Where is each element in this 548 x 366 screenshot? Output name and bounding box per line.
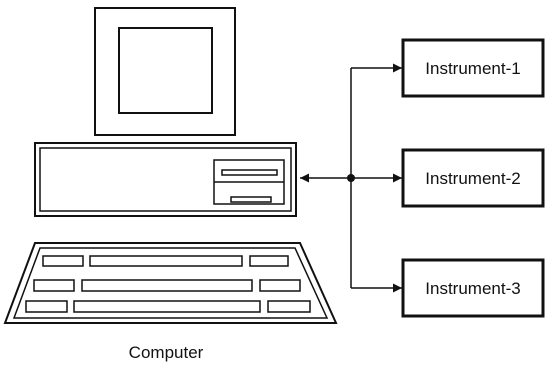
- instrument-3-box: [401, 258, 545, 318]
- system-unit-inner: [39, 147, 292, 212]
- system-unit: [34, 142, 297, 217]
- keyboard-outer: [3, 242, 338, 324]
- key: [249, 255, 289, 267]
- key: [25, 300, 68, 313]
- monitor-frame: [94, 7, 236, 136]
- system-unit-outer: [34, 142, 297, 217]
- keyboard: [3, 242, 338, 324]
- instrument-2: Instrument-2: [401, 148, 545, 208]
- monitor-screen: [118, 27, 213, 114]
- computer-label: Computer: [129, 343, 204, 362]
- key: [259, 279, 301, 292]
- instrument-2-label: Instrument-2: [425, 169, 520, 188]
- instrument-1-box: [401, 38, 545, 98]
- drive-slot-1: [221, 169, 278, 176]
- key: [33, 279, 75, 292]
- key: [81, 279, 253, 292]
- key: [73, 300, 261, 313]
- key: [89, 255, 243, 267]
- bus: [300, 63, 402, 293]
- key: [267, 300, 311, 313]
- instrument-3-label: Instrument-3: [425, 279, 520, 298]
- instrument-1: Instrument-1: [401, 38, 545, 98]
- keyboard-inner: [12, 247, 329, 319]
- instrument-2-box: [401, 148, 545, 208]
- instrument-3: Instrument-3: [401, 258, 545, 318]
- monitor: [94, 7, 236, 136]
- key: [42, 255, 84, 267]
- drive-slot-2: [230, 196, 272, 203]
- instrument-1-label: Instrument-1: [425, 59, 520, 78]
